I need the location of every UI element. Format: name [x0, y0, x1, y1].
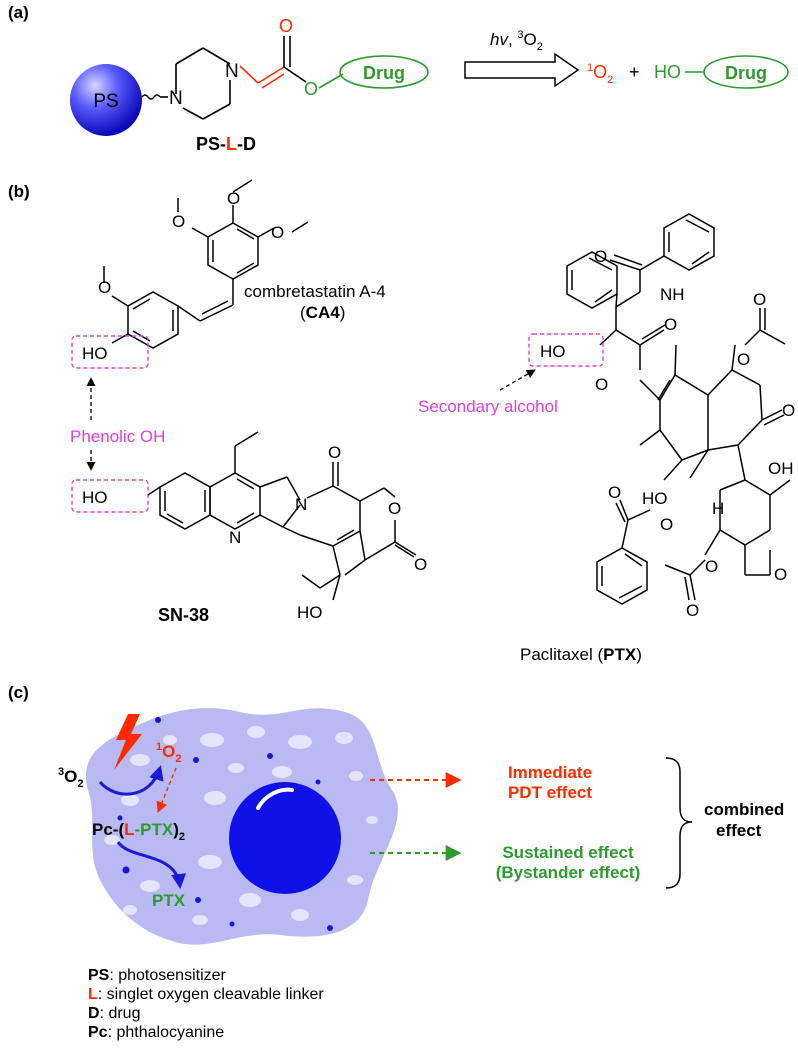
ca4-structure [103, 179, 309, 349]
secondary-alcohol-label: Secondary alcohol [418, 397, 558, 416]
ptx-ho: HO [540, 342, 566, 361]
secondary-alcohol-arrow [499, 369, 536, 391]
drug-label: Drug [363, 63, 405, 83]
piperazine-n-left: N [169, 88, 183, 109]
combined-brace [665, 757, 693, 889]
panel-c: (c) [8, 683, 784, 945]
drug-ellipse [339, 55, 429, 89]
combined-effect-line1: combined [704, 800, 784, 819]
product-drug-ellipse [703, 55, 789, 89]
ptx-release: PTX [152, 891, 186, 910]
ptx-structure [566, 213, 791, 605]
ptx-o-benz2: O [608, 483, 621, 502]
ptx-o-link: O [595, 375, 608, 394]
ca4-abbr: (CA4) [300, 303, 345, 322]
reaction-condition: hv, 3O2 [490, 29, 543, 53]
ptx-nh: NH [660, 285, 685, 304]
secondary-alcohol-box [528, 333, 604, 367]
ptx-o-acyl: O [737, 350, 750, 369]
phenolic-oh-label: Phenolic OH [70, 427, 165, 446]
svg-text:O: O [172, 212, 185, 231]
legend-row-ps: PS: photosensitizer [88, 967, 226, 984]
ptx-ho-core: HO [642, 489, 668, 508]
carbonyl-o: O [279, 16, 293, 36]
product-plus: + [629, 62, 640, 82]
sn38-ho2: HO [297, 603, 323, 622]
light-bolt-icon [114, 714, 142, 770]
ptx-o-ac: O [705, 557, 718, 576]
singlet-oxygen: 1O2 [156, 741, 181, 765]
triplet-oxygen: 3O2 [58, 766, 83, 790]
ptx-o-ketone: O [782, 401, 795, 420]
svg-text:O: O [271, 223, 284, 242]
sn38-ho: HO [82, 488, 108, 507]
svg-text:O: O [227, 189, 240, 208]
cell-nucleus [229, 782, 341, 894]
legend-row-pc: Pc: phthalocyanine [88, 1024, 225, 1041]
phenolic-oh-box-top [71, 335, 149, 369]
conjugate-label: PS-L-D [196, 134, 256, 154]
sn38-o3: O [414, 555, 427, 574]
ca4-name: combretastatin A-4 [244, 282, 386, 301]
cell-vesicles [104, 726, 378, 925]
acrylate-linker [239, 65, 285, 89]
combined-effect-line2: effect [716, 821, 762, 840]
phenolic-oh-box-bottom [71, 479, 149, 513]
product-drug-label: Drug [725, 63, 767, 83]
ptx-o-ester: O [664, 315, 677, 334]
sustained-effect-line2: (Bystander effect) [496, 863, 641, 882]
oxygen-activation-arrow [98, 765, 164, 796]
cleavage-red-arrow [156, 767, 177, 814]
panel-c-label: (c) [8, 683, 29, 702]
product-ho: HO [654, 62, 681, 82]
ptx-oh: OH [768, 459, 794, 478]
panel-b: (b) [8, 179, 795, 664]
sn38-n2: N [295, 495, 307, 514]
immediate-effect-line1: Immediate [508, 763, 592, 782]
pc-conjugate: Pc-(L-PTX)2 [92, 820, 185, 843]
reaction-arrow [464, 52, 580, 88]
legend-row-drug: D: drug [88, 1005, 141, 1022]
piperazine-ring [160, 47, 231, 120]
ester-o: O [304, 79, 318, 99]
sn38-o1: O [328, 443, 341, 462]
ptx-o-oxetane: O [774, 565, 787, 584]
ptx-name: Paclitaxel (PTX) [520, 645, 642, 664]
cell-dots [117, 717, 333, 931]
panel-b-label: (b) [8, 182, 30, 201]
ptx-o-acyl2: O [753, 290, 766, 309]
sn38-structure [147, 431, 417, 601]
ca4-ho: HO [82, 344, 108, 363]
ptx-o-amide: O [594, 247, 607, 266]
panel-a-label: (a) [8, 3, 29, 22]
panel-a: (a) PS N N O O Dr [8, 3, 789, 154]
wavy-bond [141, 94, 161, 100]
ptx-o-benz: O [660, 515, 673, 534]
ps-sphere [70, 64, 142, 136]
immediate-effect-line2: PDT effect [508, 783, 592, 802]
sn38-label: SN-38 [158, 605, 209, 625]
ptx-o-ac2: O [686, 601, 699, 620]
sustained-effect-line1: Sustained effect [502, 843, 634, 862]
legend: PS: photosensitizer L: singlet oxygen cl… [88, 966, 508, 1042]
svg-text:O: O [98, 278, 111, 297]
ptx-release-arrow [116, 841, 187, 889]
sn38-o2: O [388, 499, 401, 518]
ps-sphere-label: PS [93, 91, 118, 112]
piperazine-n-right: N [225, 61, 239, 82]
ptx-h: H [712, 499, 724, 518]
sn38-n1: N [229, 528, 241, 547]
product-singlet-oxygen: 1O2 [587, 62, 613, 86]
legend-row-linker: L: singlet oxygen cleavable linker [88, 986, 324, 1003]
